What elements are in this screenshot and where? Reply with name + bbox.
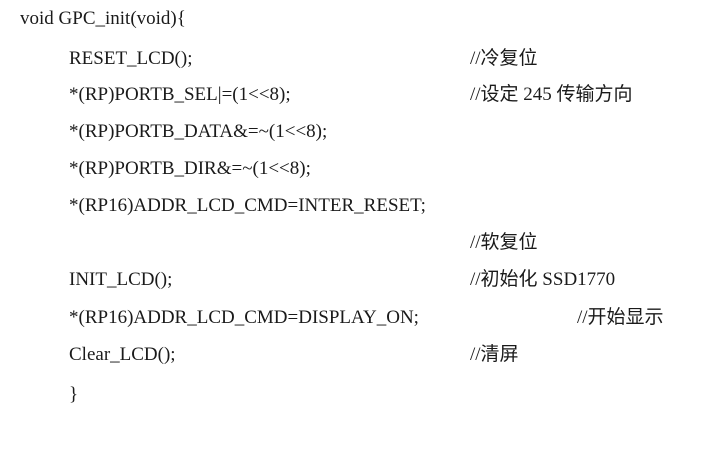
code-text: Clear_LCD(); [69,344,176,365]
code-comment: //设定 245 传输方向 [470,84,633,105]
code-text: *(RP16)ADDR_LCD_CMD=DISPLAY_ON; [69,307,419,328]
code-line-8: INIT_LCD(); //初始化 SSD1770 [69,265,709,295]
code-text: void GPC_init(void){ [20,8,186,29]
code-line-5: *(RP)PORTB_DIR&=~(1<<8); [69,154,311,184]
code-text: } [69,384,79,405]
code-line-3: *(RP)PORTB_SEL|=(1<<8); //设定 245 传输方向 [69,80,709,110]
code-line-9: *(RP16)ADDR_LCD_CMD=DISPLAY_ON; //开始显示 [69,303,714,333]
code-line-11: } [69,380,88,410]
code-line-4: *(RP)PORTB_DATA&=~(1<<8); [69,117,327,147]
code-comment: //冷复位 [470,48,538,69]
code-comment: //软复位 [470,232,538,253]
code-line-2: RESET_LCD(); //冷复位 [69,44,709,74]
code-line-10: Clear_LCD(); //清屏 [69,340,709,370]
code-comment: //初始化 SSD1770 [470,269,616,290]
code-listing: void GPC_init(void){ RESET_LCD(); //冷复位 … [20,4,714,410]
code-line-7: //软复位 [69,228,709,258]
code-comment: //清屏 [470,344,519,365]
code-line-6: *(RP16)ADDR_LCD_CMD=INTER_RESET; [69,191,426,221]
code-line-1: void GPC_init(void){ [20,4,186,34]
code-text: *(RP)PORTB_DIR&=~(1<<8); [69,158,311,179]
code-text: INIT_LCD(); [69,269,173,290]
code-text: *(RP)PORTB_SEL|=(1<<8); [69,84,291,105]
code-text: *(RP)PORTB_DATA&=~(1<<8); [69,121,328,142]
code-comment: //开始显示 [577,307,664,328]
code-text: RESET_LCD(); [69,48,193,69]
code-text: *(RP16)ADDR_LCD_CMD=INTER_RESET; [69,195,426,216]
